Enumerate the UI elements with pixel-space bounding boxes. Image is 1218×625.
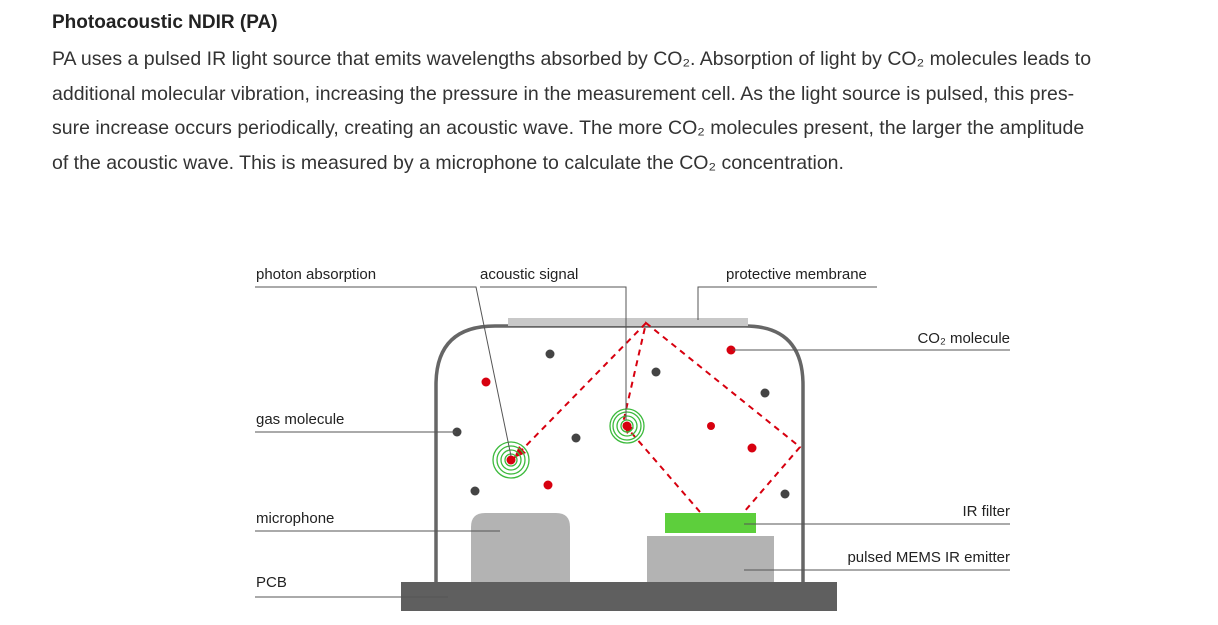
label-gas-molecule: gas molecule xyxy=(256,411,344,428)
beam-arrowhead-photon xyxy=(514,446,526,458)
label-protective-membrane: protective membrane xyxy=(726,266,867,283)
microphone-body xyxy=(471,513,570,582)
label-pulsed-mems-ir-emitter: pulsed MEMS IR emitter xyxy=(847,549,1010,566)
acoustic-wave-rings-left xyxy=(492,441,530,479)
label-pcb: PCB xyxy=(256,574,287,591)
acoustic-wave-rings-right xyxy=(609,408,645,444)
pcb-board xyxy=(401,582,837,611)
label-acoustic-signal: acoustic signal xyxy=(480,266,578,283)
label-co2-molecule: CO₂ molecule xyxy=(917,330,1010,347)
co2-molecules xyxy=(481,345,757,490)
gas-molecules xyxy=(452,349,790,499)
description-line-1: PA uses a pulsed IR light source that em… xyxy=(52,48,1092,70)
protective-membrane xyxy=(508,318,748,326)
ir-filter xyxy=(665,513,756,533)
section-title: Photoacoustic NDIR (PA) xyxy=(52,12,278,33)
ir-beam-path xyxy=(513,321,802,513)
label-microphone: microphone xyxy=(256,510,334,527)
leader-lines xyxy=(255,286,1010,598)
description-line-3: sure increase occurs periodically, creat… xyxy=(52,117,1085,139)
ir-emitter-block xyxy=(647,536,774,582)
description-line-2: additional molecular vibration, increasi… xyxy=(52,82,1075,105)
label-photon-absorption: photon absorption xyxy=(256,266,376,283)
label-ir-filter: IR filter xyxy=(962,503,1010,520)
description-paragraph: PA uses a pulsed IR light source that em… xyxy=(52,42,1204,180)
description-line-4: of the acoustic wave. This is measured b… xyxy=(52,151,844,174)
